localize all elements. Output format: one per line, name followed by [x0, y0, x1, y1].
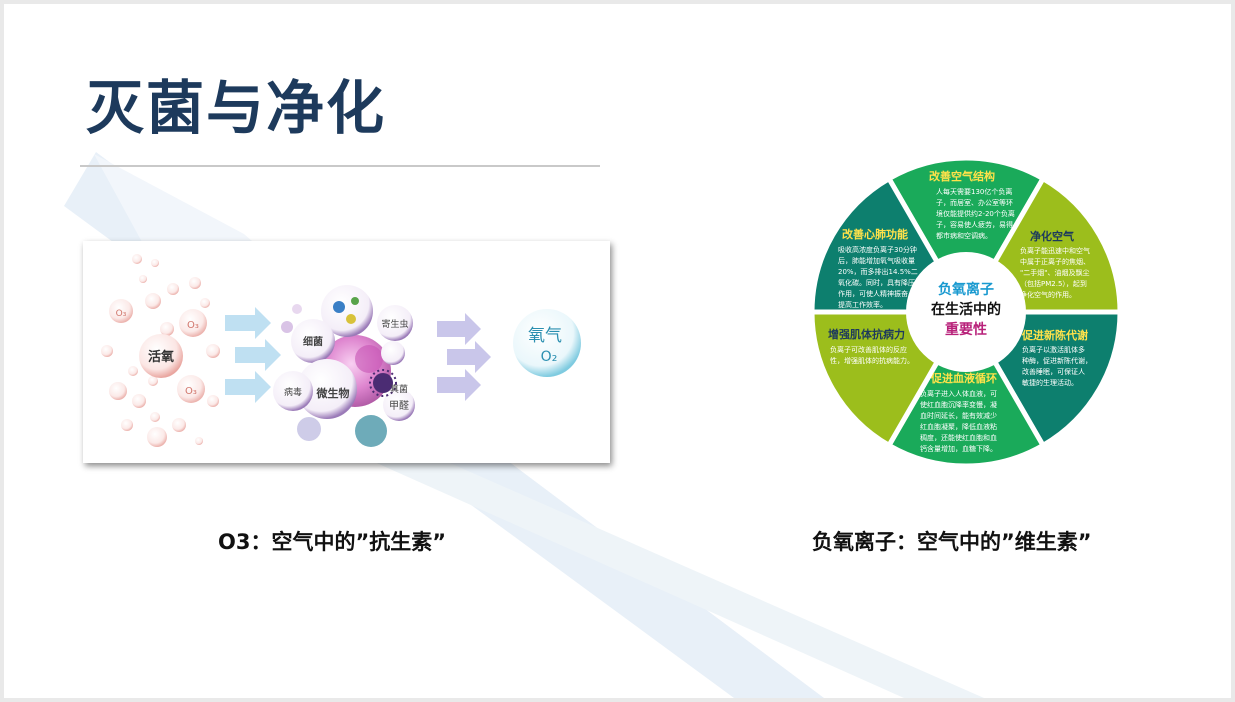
- page-title: 灭菌与净化: [86, 74, 387, 142]
- segment-line: 钙含量增加，血糖下降。: [920, 444, 997, 453]
- caption-o3: O3：空气中的”抗生素”: [218, 530, 447, 554]
- microbe-cluster: [273, 285, 415, 447]
- wheel-center-line3: 重要性: [945, 321, 987, 338]
- wheel-slice-air-structure: [885, 156, 1047, 317]
- arrow-group-1: [225, 307, 281, 403]
- negative-ion-wheel: 负氧离子 在生活中的 重要性 改善空气结构 人每天需要130亿个负离 子，而居室…: [810, 156, 1122, 468]
- wheel-segment-purify-air: 净化空气 负离子能迅速中和空气 中属于正离子的焦烟、 "二手烟"、油烟及飘尘 （…: [1020, 229, 1090, 299]
- fungi-label: 真菌: [390, 383, 408, 395]
- formaldehyde-label: 甲醛: [389, 399, 409, 412]
- wheel-segment-immunity: 增强肌体抗病力 负离子可改善肌体的反应 性，增强肌体的抗病能力。: [828, 327, 914, 365]
- segment-line: 人每天需要130亿个负离: [936, 187, 1012, 196]
- segment-title: 改善心肺功能: [842, 227, 908, 241]
- segment-title: 增强肌体抗病力: [828, 327, 905, 341]
- caption-negative-ion: 负氧离子：空气中的”维生素”: [812, 530, 1092, 554]
- arrow-group-2: [437, 313, 491, 401]
- slide: 灭菌与净化: [4, 4, 1231, 698]
- o3-bubble-cluster: [101, 254, 220, 447]
- wheel-center-line1: 负氧离子: [938, 281, 994, 298]
- oxygen-label: 氧气: [528, 326, 562, 346]
- segment-line: 敏捷的生理活动。: [1022, 378, 1078, 387]
- segment-line: 子，容易使人疲劳，易得: [936, 220, 1013, 229]
- segment-line: （包括PM2.5），起到: [1020, 279, 1087, 288]
- active-oxygen-bubble: [139, 334, 183, 378]
- wheel-segment-metabolism: 促进新陈代谢 负离子以激活肌体多 种酶，促进新陈代谢， 改善睡眠，可保证人 敏捷…: [1021, 328, 1092, 387]
- o3-small-label-2: O₃: [187, 320, 199, 331]
- segment-line: 净化空气的作用。: [1020, 290, 1076, 299]
- title-divider: [80, 165, 600, 167]
- o3-diagram: O₃ O₃ O₃ 活氧: [101, 254, 581, 447]
- segment-line: 后，肺能增加氧气吸收量: [838, 256, 915, 265]
- segment-line: 负离子以激活肌体多: [1022, 345, 1085, 354]
- wheel-segment-heart-lung: 改善心肺功能 吸收高浓度负离子30分钟 后，肺能增加氧气吸收量 20%，而多排出…: [838, 227, 918, 309]
- o3-small-label-1: O₃: [116, 309, 127, 319]
- segment-line: 20%，而多排出14.5%二: [838, 267, 918, 276]
- parasite-label: 寄生虫: [381, 318, 408, 330]
- o3-illustration: O₃ O₃ O₃ 活氧: [83, 241, 610, 463]
- segment-line: 境仅能提供约2-20个负离: [936, 209, 1015, 218]
- segment-line: 血时间延长，能有效减少: [920, 411, 997, 420]
- segment-line: 吸收高浓度负离子30分钟: [838, 245, 917, 254]
- segment-line: 提高工作效率。: [838, 300, 887, 309]
- segment-title: 促进新陈代谢: [1021, 328, 1088, 342]
- segment-line: 氧化碳。同时，具有降压: [838, 278, 915, 287]
- microbe-label: 微生物: [316, 386, 350, 400]
- segment-line: 稠度，还能使红血胞和血: [920, 433, 997, 442]
- o2-label: O₂: [541, 349, 558, 365]
- wheel-center-line2: 在生活中的: [931, 301, 1001, 318]
- wheel-center-circle: [906, 252, 1026, 372]
- segment-line: 子，而居室、办公室等环: [936, 198, 1013, 207]
- segment-line: 性，增强肌体的抗病能力。: [830, 356, 914, 365]
- segment-line: 都市病和空调病。: [936, 231, 992, 240]
- oxygen-bubble: [513, 309, 581, 377]
- wheel-segment-air-structure: 改善空气结构 人每天需要130亿个负离 子，而居室、办公室等环 境仅能提供约2-…: [929, 169, 1015, 240]
- segment-line: 负离子进入人体血液，可: [920, 389, 997, 398]
- segment-title: 改善空气结构: [929, 169, 995, 183]
- segment-line: 红血胞凝聚，降低血液粘: [920, 422, 997, 431]
- virus-label: 病毒: [284, 386, 302, 398]
- active-oxygen-label: 活氧: [148, 349, 174, 365]
- segment-title: 促进血液循环: [930, 371, 997, 385]
- segment-line: 中属于正离子的焦烟、: [1020, 257, 1090, 266]
- o3-small-label-3: O₃: [185, 386, 197, 397]
- segment-line: "二手烟"、油烟及飘尘: [1020, 268, 1089, 277]
- wheel-slice-blood-circulation: [885, 306, 1047, 468]
- segment-line: 改善睡眠，可保证人: [1022, 367, 1085, 376]
- segment-line: 种酶，促进新陈代谢，: [1022, 356, 1092, 365]
- wheel-segment-blood-circulation: 促进血液循环 负离子进入人体血液，可 使红血胞沉降率变慢，凝 血时间延长，能有效…: [920, 371, 997, 453]
- bacteria-label: 细菌: [303, 335, 323, 348]
- segment-title: 净化空气: [1030, 229, 1074, 243]
- segment-line: 负离子可改善肌体的反应: [830, 345, 907, 354]
- segment-line: 负离子能迅速中和空气: [1020, 246, 1090, 255]
- segment-line: 使红血胞沉降率变慢，凝: [920, 400, 997, 409]
- segment-line: 作用，可使人精神振奋，: [838, 289, 915, 298]
